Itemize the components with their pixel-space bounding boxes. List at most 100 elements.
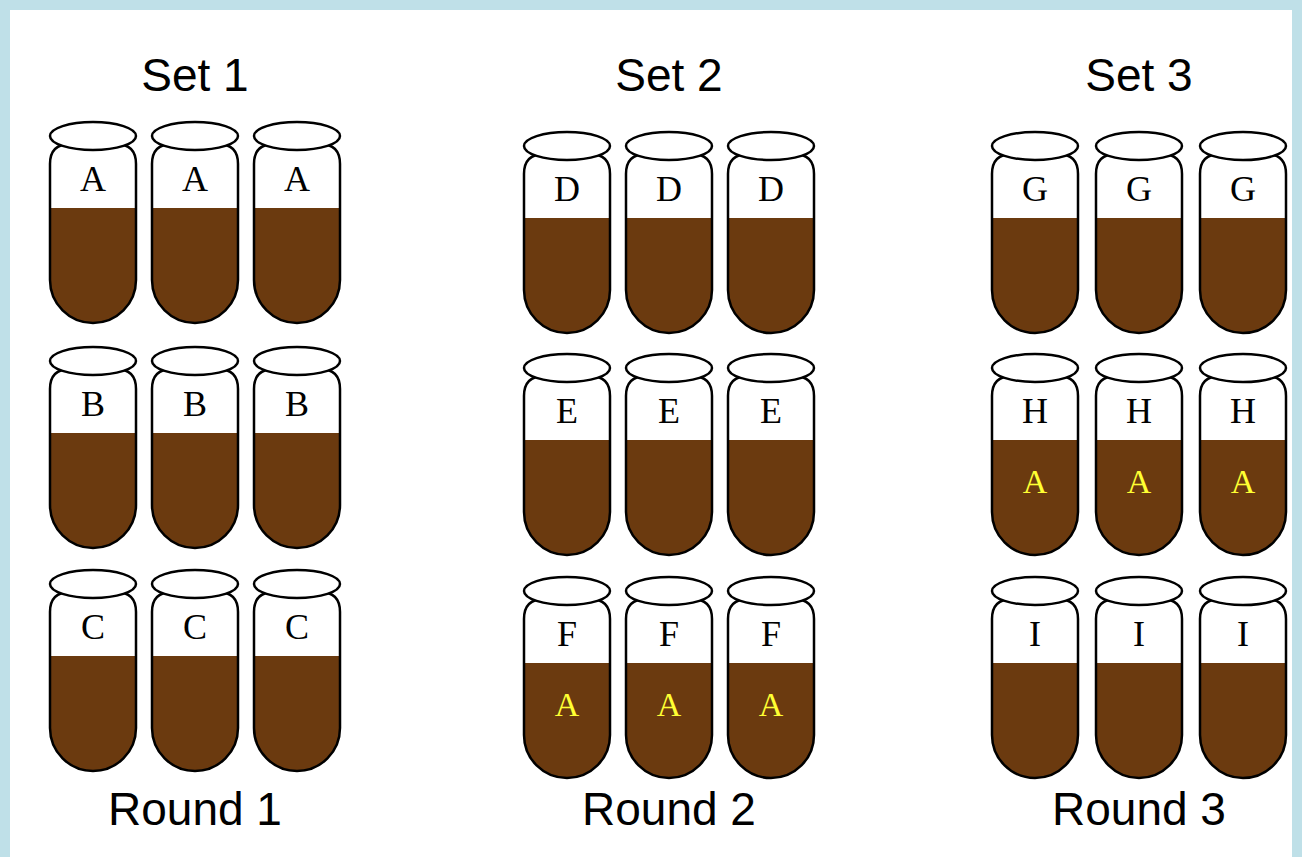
vial-label: F <box>726 611 816 657</box>
vial-outline <box>1198 575 1288 780</box>
vial-outline <box>1198 130 1288 335</box>
sample-vial: HA <box>990 352 1080 557</box>
sample-vial: I <box>990 575 1080 780</box>
sample-vial: A <box>48 120 138 325</box>
sample-vial: I <box>1198 575 1288 780</box>
vial-contents <box>1096 663 1182 778</box>
set-heading: Set 3 <box>1085 48 1192 102</box>
vial-cap <box>524 132 610 160</box>
vial-cap <box>50 122 136 150</box>
vial-outline <box>1094 130 1184 335</box>
vial-label: H <box>1094 388 1184 434</box>
round-caption: Round 3 <box>1052 782 1226 836</box>
vial-cap <box>1200 577 1286 605</box>
vial-cap <box>152 347 238 375</box>
vial-outline <box>990 130 1080 335</box>
sample-vial: C <box>150 568 240 773</box>
sample-vial: E <box>522 352 612 557</box>
vial-outline <box>48 120 138 325</box>
vial-outline <box>150 120 240 325</box>
vial-outline <box>48 568 138 773</box>
vial-contents <box>254 433 340 548</box>
vial-cap <box>254 122 340 150</box>
vial-label: E <box>522 388 612 434</box>
round-caption: Round 1 <box>108 782 282 836</box>
vial-cap <box>254 570 340 598</box>
vial-cap <box>1096 354 1182 382</box>
vial-outline <box>150 568 240 773</box>
vial-outline <box>1094 352 1184 557</box>
vial-contents <box>626 218 712 333</box>
vial-cap <box>1200 354 1286 382</box>
vial-label: B <box>150 381 240 427</box>
sample-vial: G <box>1094 130 1184 335</box>
vial-contents <box>992 218 1078 333</box>
vial-outline <box>726 575 816 780</box>
set-heading: Set 2 <box>615 48 722 102</box>
sample-vial: HA <box>1198 352 1288 557</box>
vial-outline <box>990 352 1080 557</box>
vial-cap <box>1096 132 1182 160</box>
sample-vial: G <box>990 130 1080 335</box>
vial-contents <box>728 218 814 333</box>
vial-contents <box>1200 218 1286 333</box>
vial-marker: A <box>624 685 714 725</box>
sample-vial: D <box>522 130 612 335</box>
vial-label: B <box>252 381 342 427</box>
vial-cap <box>152 122 238 150</box>
vial-cap <box>626 354 712 382</box>
vial-outline <box>522 130 612 335</box>
vial-label: F <box>522 611 612 657</box>
sample-vial: D <box>726 130 816 335</box>
vial-contents <box>254 656 340 771</box>
vial-contents <box>50 208 136 323</box>
vial-label: D <box>522 166 612 212</box>
vial-label: I <box>1094 611 1184 657</box>
vial-label: A <box>252 156 342 202</box>
vial-label: I <box>1198 611 1288 657</box>
vial-cap <box>992 577 1078 605</box>
sample-vial: B <box>252 345 342 550</box>
vial-outline <box>252 345 342 550</box>
round-caption: Round 2 <box>582 782 756 836</box>
vial-outline <box>252 120 342 325</box>
vial-contents <box>524 218 610 333</box>
vial-cap <box>728 354 814 382</box>
sample-vial: FA <box>522 575 612 780</box>
vial-outline <box>522 575 612 780</box>
vial-contents <box>152 433 238 548</box>
vial-outline <box>990 575 1080 780</box>
sample-vial: B <box>150 345 240 550</box>
vial-marker: A <box>990 462 1080 502</box>
vial-cap <box>992 354 1078 382</box>
vial-contents <box>1200 663 1286 778</box>
vial-label: H <box>1198 388 1288 434</box>
vial-label: G <box>1198 166 1288 212</box>
vial-outline <box>252 568 342 773</box>
vial-label: A <box>48 156 138 202</box>
vial-outline <box>624 130 714 335</box>
vial-contents <box>728 440 814 555</box>
vial-label: D <box>726 166 816 212</box>
vial-contents <box>254 208 340 323</box>
set-heading: Set 1 <box>141 48 248 102</box>
vial-label: G <box>1094 166 1184 212</box>
vial-cap <box>728 577 814 605</box>
vial-outline <box>522 352 612 557</box>
sample-vial: D <box>624 130 714 335</box>
vial-cap <box>152 570 238 598</box>
vial-contents <box>152 656 238 771</box>
sample-vial: E <box>624 352 714 557</box>
sample-vial: B <box>48 345 138 550</box>
vial-cap <box>626 132 712 160</box>
vial-contents <box>992 663 1078 778</box>
vial-label: F <box>624 611 714 657</box>
vial-outline <box>1094 575 1184 780</box>
vial-cap <box>254 347 340 375</box>
vial-label: E <box>726 388 816 434</box>
vial-outline <box>1198 352 1288 557</box>
vial-label: E <box>624 388 714 434</box>
vial-contents <box>152 208 238 323</box>
vial-cap <box>1096 577 1182 605</box>
